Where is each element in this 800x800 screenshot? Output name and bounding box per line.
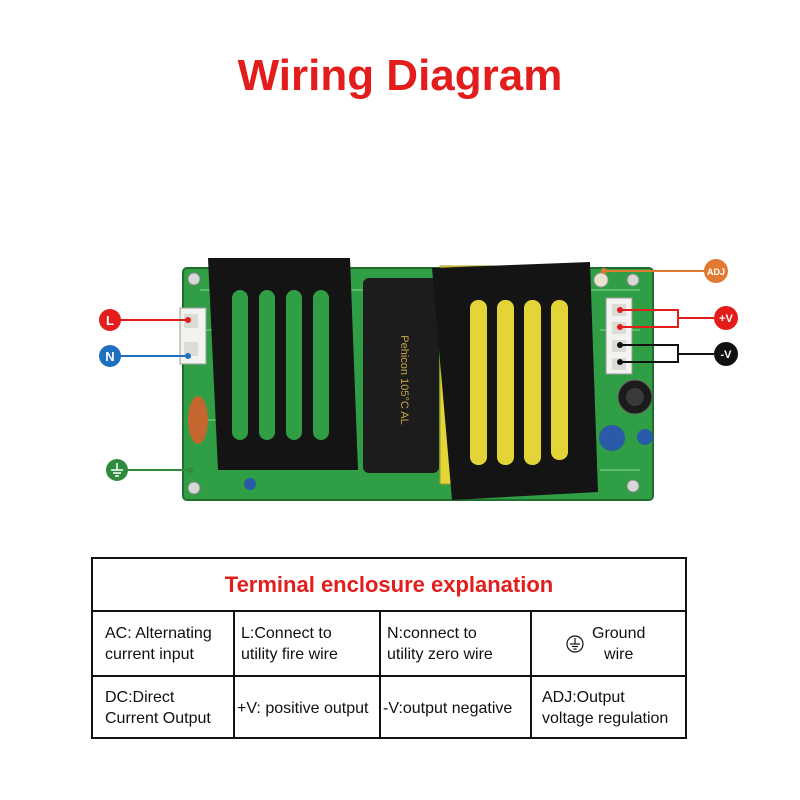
adj-label: ADJ xyxy=(707,267,725,277)
cell-adj-regulation: ADJ:Output voltage regulation xyxy=(542,689,669,727)
table-cell: L:Connect to utility fire wire xyxy=(235,612,379,675)
adj-marker: ADJ xyxy=(601,259,728,283)
terminal-table: Terminal enclosure explanation AC: Alter… xyxy=(91,557,687,739)
negative-label: -V xyxy=(721,349,733,361)
table-cell: +V: positive output xyxy=(235,677,379,739)
table-divider xyxy=(93,675,685,677)
negative-output-marker: -V xyxy=(617,342,738,366)
cell-negative-output: -V:output negative xyxy=(383,699,513,717)
svg-text:Pehicon 105°C AL: Pehicon 105°C AL xyxy=(398,335,410,424)
neutral-marker-circle xyxy=(99,345,121,367)
live-wire-marker: L xyxy=(99,309,191,331)
neutral-wire-marker: N xyxy=(99,345,191,367)
table-cell: AC: Alternating current input xyxy=(93,612,233,675)
cell-dc-output: DC:Direct Current Output xyxy=(105,689,211,727)
cell-live-wire: L:Connect to utility fire wire xyxy=(241,624,338,663)
table-cell: -V:output negative xyxy=(381,677,530,739)
ground-icon xyxy=(111,463,123,477)
pcb-board: Pehicon 105°C AL xyxy=(179,258,654,501)
positive-output-marker: +V xyxy=(617,306,738,330)
table-cell: DC:Direct Current Output xyxy=(93,677,233,739)
table-cell: N:connect to utility zero wire xyxy=(381,612,530,675)
table-cell: Ground wire xyxy=(532,612,685,675)
ground-wire-marker xyxy=(106,459,193,481)
cell-ground-wire: Ground wire xyxy=(592,624,646,663)
cell-ac-input: AC: Alternating current input xyxy=(105,624,212,663)
page-title: Wiring Diagram xyxy=(237,51,563,100)
table-header: Terminal enclosure explanation xyxy=(93,559,685,612)
positive-label: +V xyxy=(719,313,733,325)
cell-positive-output: +V: positive output xyxy=(237,699,369,717)
live-label: L xyxy=(106,313,114,328)
live-marker-circle xyxy=(99,309,121,331)
neutral-label: N xyxy=(105,349,114,364)
cell-neutral-wire: N:connect to utility zero wire xyxy=(387,624,493,663)
ground-symbol-icon xyxy=(566,634,584,653)
table-cell: ADJ:Output voltage regulation xyxy=(532,677,685,739)
